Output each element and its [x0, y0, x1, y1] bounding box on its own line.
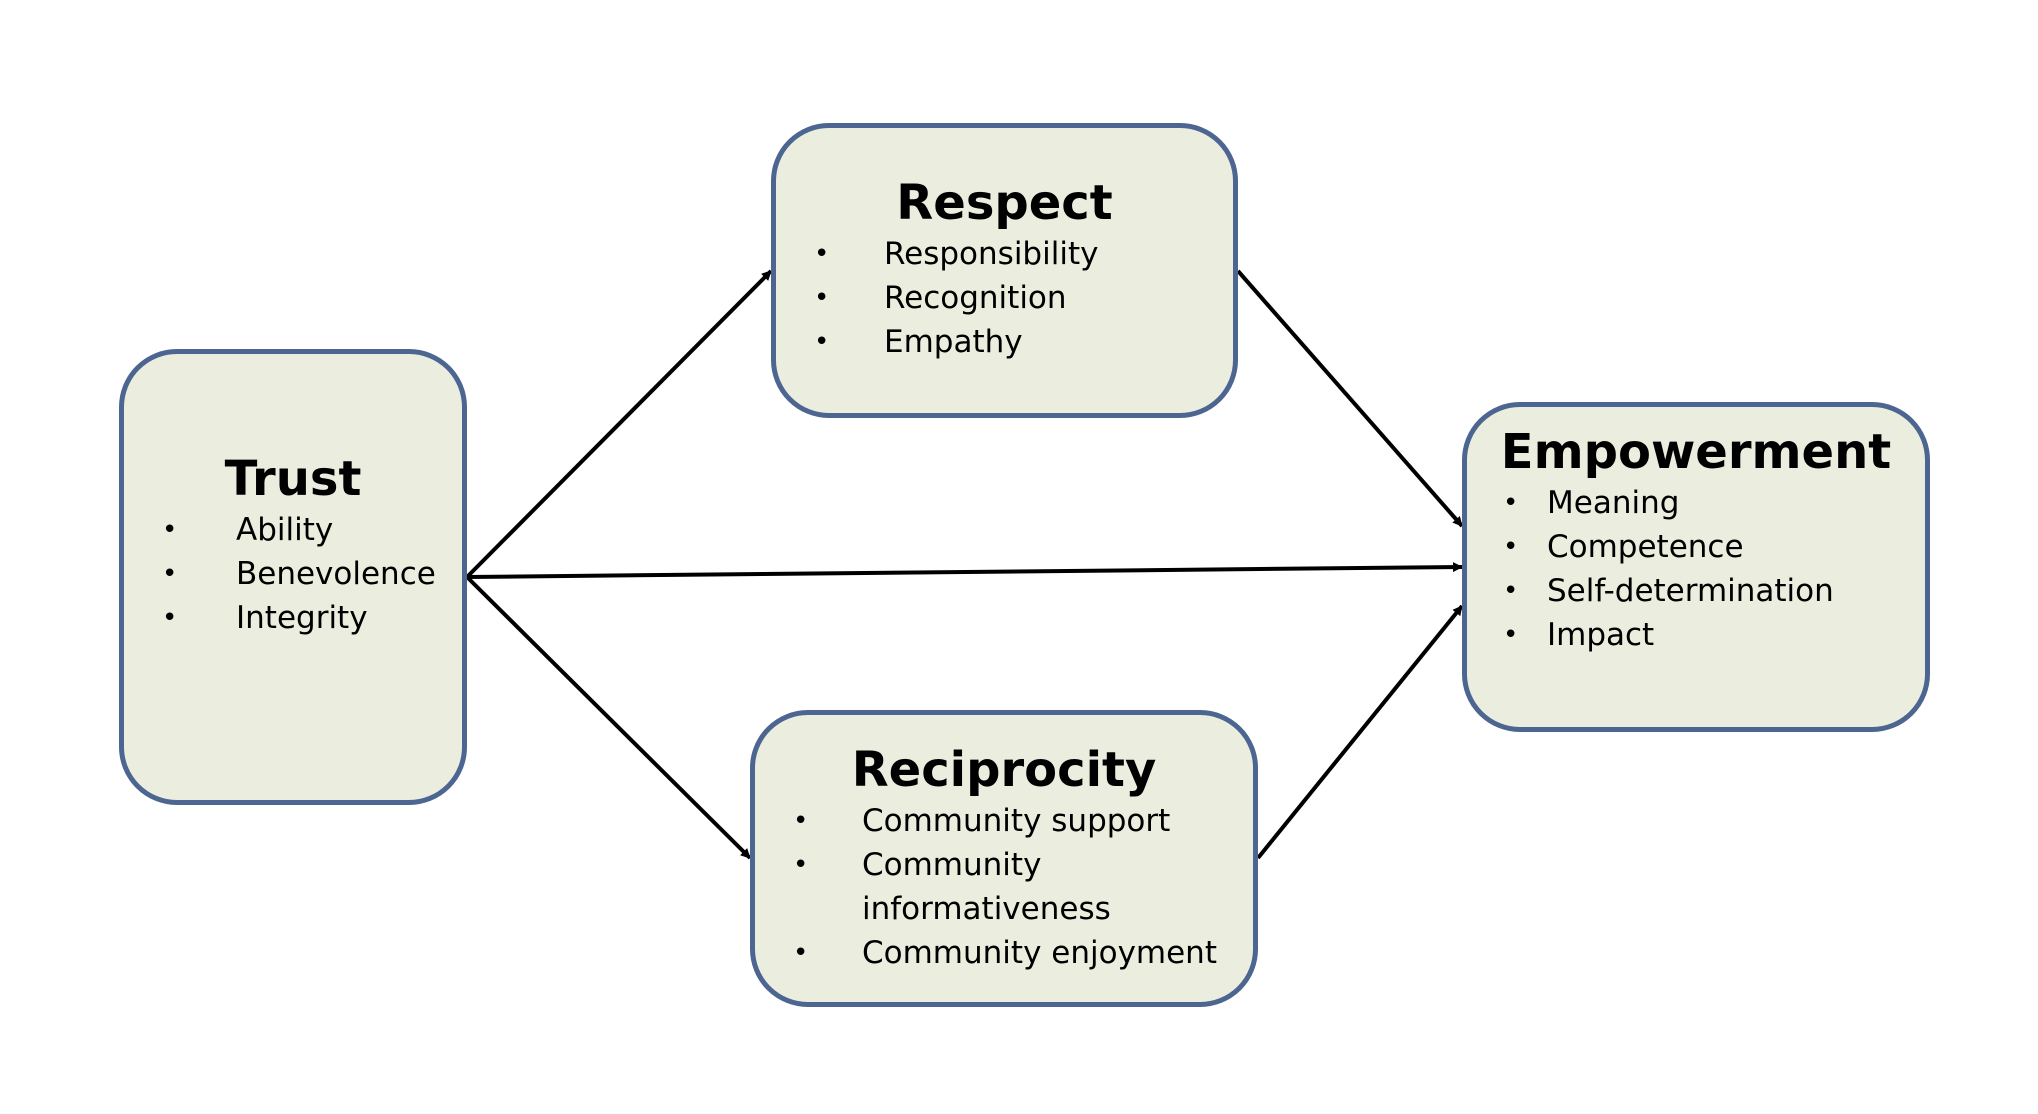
reciprocity-item-community-informativeness: Community informativeness	[755, 843, 1152, 931]
empowerment-item-self-determination: Self-determination	[1467, 569, 1925, 613]
arrow-respect-to-empowerment	[1236, 269, 1464, 528]
respect-box: Respect Responsibility Recognition Empat…	[771, 123, 1238, 418]
empowerment-title: Empowerment	[1500, 424, 1892, 480]
respect-item-empathy: Empathy	[776, 320, 1233, 364]
arrow-trust-to-empowerment	[466, 562, 1463, 579]
arrow-trust-to-reciprocity	[465, 575, 752, 860]
empowerment-box: Empowerment Meaning Competence Self-dete…	[1462, 402, 1930, 732]
trust-list: Ability Benevolence Integrity	[124, 508, 462, 640]
arrow-trust-to-respect	[465, 269, 773, 579]
trust-item-ability: Ability	[124, 508, 462, 552]
respect-item-recognition: Recognition	[776, 276, 1233, 320]
trust-item-benevolence: Benevolence	[124, 552, 462, 596]
arrow-reciprocity-to-empowerment	[1256, 604, 1464, 860]
empowerment-item-meaning: Meaning	[1467, 481, 1925, 525]
reciprocity-box: Reciprocity Community support Community …	[750, 710, 1258, 1007]
reciprocity-title: Reciprocity	[851, 742, 1157, 798]
reciprocity-item-community-support: Community support	[755, 799, 1253, 843]
respect-list: Responsibility Recognition Empathy	[776, 232, 1233, 364]
respect-title: Respect	[896, 175, 1113, 231]
respect-item-responsibility: Responsibility	[776, 232, 1233, 276]
empowerment-list: Meaning Competence Self-determination Im…	[1467, 481, 1925, 657]
trust-title: Trust	[224, 451, 362, 507]
reciprocity-list: Community support Community informativen…	[755, 799, 1253, 975]
trust-box: Trust Ability Benevolence Integrity	[119, 349, 467, 805]
empowerment-item-competence: Competence	[1467, 525, 1925, 569]
reciprocity-item-community-enjoyment: Community enjoyment	[755, 931, 1253, 975]
trust-item-integrity: Integrity	[124, 596, 462, 640]
empowerment-item-impact: Impact	[1467, 613, 1925, 657]
